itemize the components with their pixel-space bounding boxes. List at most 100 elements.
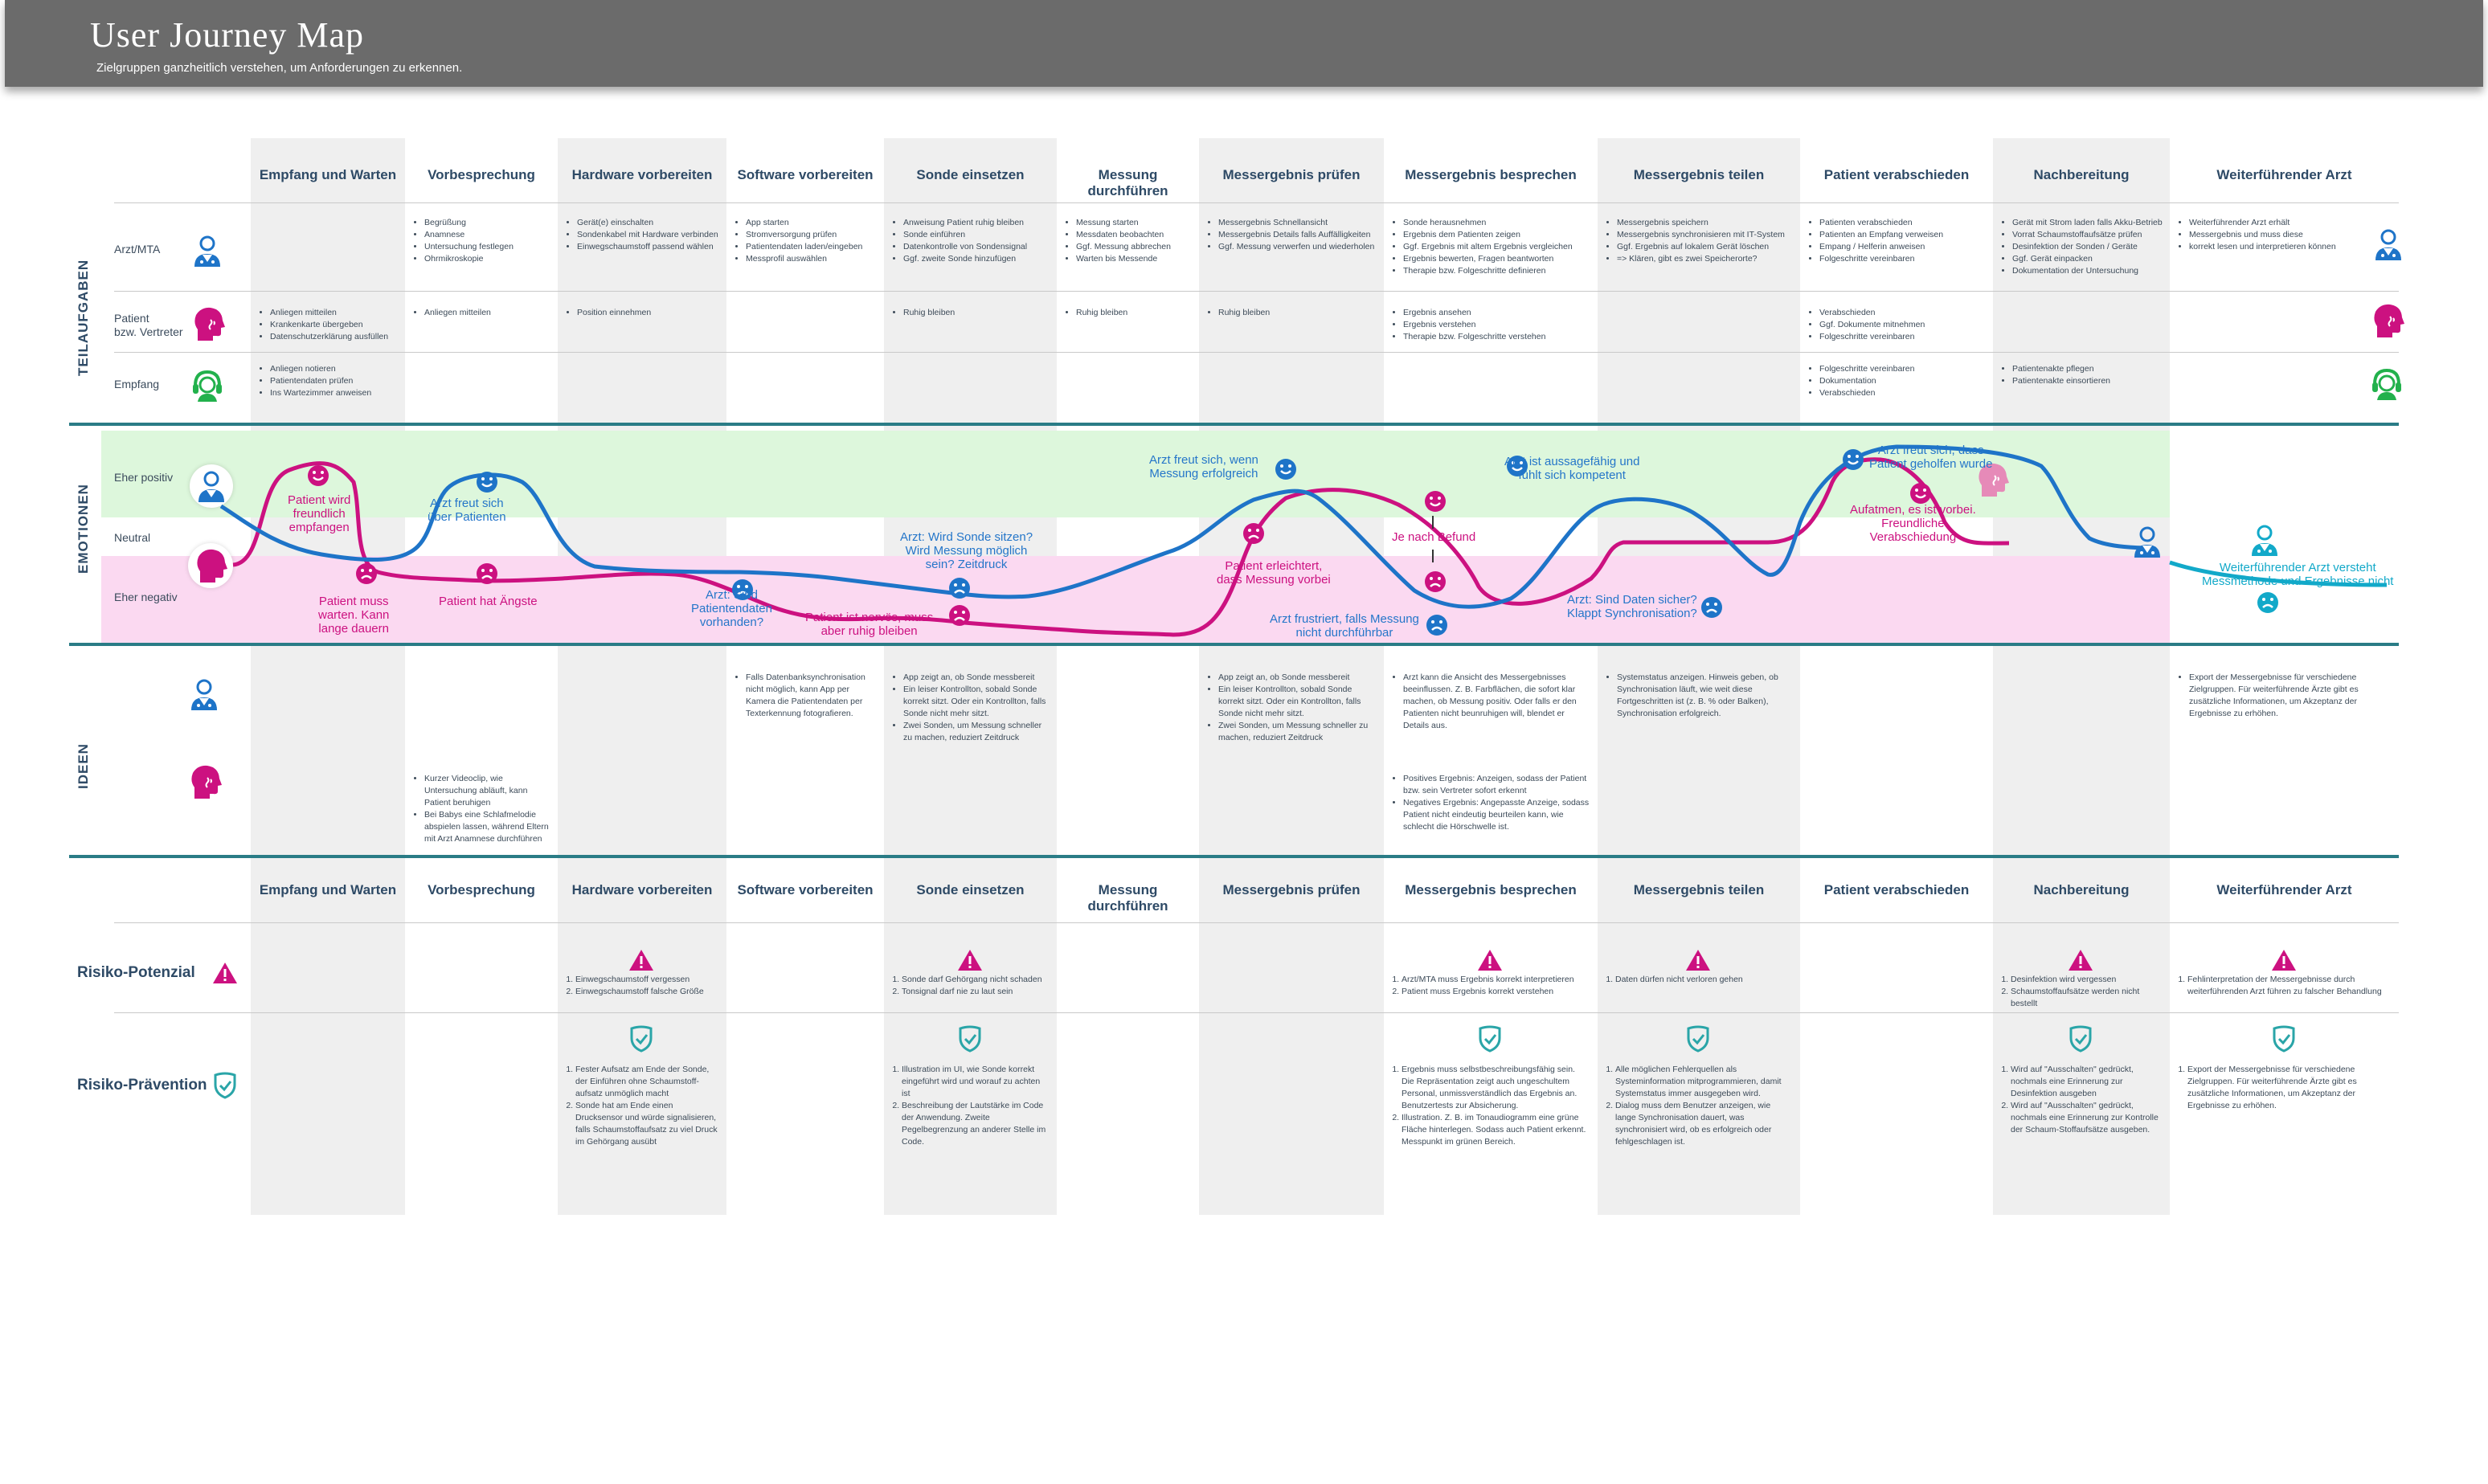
receptionist-icon-end [2369,366,2404,402]
list-item: Systemstatus anzeigen. Hinweis geben, ob… [1617,672,1792,720]
phase-header-10[interactable]: Patient verabschieden [1823,167,1970,182]
positive-arrow [1432,516,1434,529]
list-item: Messprofil auswählen [746,253,881,265]
emotion-level-positive: Eher positiv [114,471,174,484]
phase-header-bottom-6[interactable]: Messung durchführen [1087,882,1168,914]
list-item: Folgeschritte vereinbaren [1819,363,1990,375]
risk-11: Desinfektion wird vergessenSchaumstoffau… [1999,974,2162,1010]
phase-header-bottom-8[interactable]: Messergebnis besprechen [1405,882,1577,897]
emotion-note-3: Arzt freut sich über Patienten [428,497,506,524]
doctor-idea-icon [186,677,222,712]
list-item: Ruhig bleiben [1076,307,1196,319]
shield-icon [1685,1025,1711,1053]
phase-header-bottom-7[interactable]: Messergebnis prüfen [1222,882,1361,897]
prevention-8: Ergebnis muss selbstbeschreibungsfähig s… [1390,1064,1590,1148]
phase-header-bottom-4[interactable]: Software vorbereiten [737,882,874,897]
risk-12: Fehlinterpretation der Messergebnisse du… [2176,974,2391,998]
list-item: Falls Datenbanksynchronisation nicht mög… [746,672,876,720]
list-item: Messergebnis Details falls Auffälligkeit… [1218,229,1381,241]
phase-header-bottom-10[interactable]: Patient verabschieden [1823,882,1970,897]
emotion-note-10: Arzt frustriert, falls Messung nicht dur… [1270,612,1419,640]
phase-header-1[interactable]: Empfang und Warten [259,167,397,182]
task-empfang-1: Anliegen notierenPatientendaten prüfenIn… [259,363,402,399]
idea-arzt-7: App zeigt an, ob Sonde messbereitEin lei… [1207,672,1376,744]
task-patient-7: Ruhig bleiben [1207,307,1381,319]
list-item: Gerät(e) einschalten [577,217,723,229]
task-arzt-9: Messergebnis speichernMessergebnis synch… [1606,217,1797,265]
phase-header-bottom-9[interactable]: Messergebnis teilen [1633,882,1765,897]
phase-header-bottom-12[interactable]: Weiterführender Arzt [2216,882,2352,897]
list-item: Wird auf "Ausschalten" gedrückt, nochmal… [2011,1100,2162,1136]
phase-header-11[interactable]: Nachbereitung [2033,167,2130,182]
risk-3: Einwegschaumstoff vergessenEinwegschaums… [564,974,718,998]
idea-arzt-8: Arzt kann die Ansicht des Messergebnisse… [1392,672,1590,732]
sad-face-icon [2257,591,2279,614]
list-item: Ggf. Gerät einpacken [2012,253,2167,265]
line-header-top [114,202,2399,203]
warning-icon [2068,948,2093,972]
list-item: => Klären, gibt es zwei Speicherorte? [1617,253,1797,265]
list-item: Kurzer Videoclip, wie Untersuchung abläu… [424,773,550,809]
patient-icon [190,305,227,342]
emotion-note-6: Patient ist nervös, muss aber ruhig blei… [805,611,934,638]
warning-icon [628,948,654,972]
phase-header-6[interactable]: Messung durchführen [1087,167,1168,198]
warning-icon [2271,948,2297,972]
list-item: Positives Ergebnis: Anzeigen, sodass der… [1403,773,1590,797]
task-arzt-2: BegrüßungAnamneseUntersuchung festlegenO… [413,217,554,265]
phase-header-3[interactable]: Hardware vorbereiten [571,167,713,182]
phase-header-5[interactable]: Sonde einsetzen [916,167,1025,182]
idea-arzt-5: App zeigt an, ob Sonde messbereitEin lei… [892,672,1049,744]
emotion-note-14: Arzt freut sich, dass Patient geholfen w… [1869,444,1993,471]
list-item: Position einnehmen [577,307,723,319]
list-item: Ggf. Messung abbrechen [1076,241,1196,253]
list-item: Begrüßung [424,217,554,229]
list-item: Patient muss Ergebnis korrekt verstehen [1402,986,1590,998]
list-item: Desinfektion wird vergessen [2011,974,2162,986]
phase-header-4[interactable]: Software vorbereiten [737,167,874,182]
list-item: Ergebnis bewerten, Fragen beantworten [1403,253,1594,265]
list-item: Krankenkarte übergeben [270,319,402,331]
warning-icon [957,948,983,972]
list-item: Wird auf "Ausschalten" gedrückt, nochmal… [2011,1064,2162,1100]
phase-header-9[interactable]: Messergebnis teilen [1633,167,1765,182]
task-patient-2: Anliegen mitteilen [413,307,554,319]
list-item: Ein leiser Kontrollton, sobald Sonde kor… [1218,684,1376,720]
phase-header-8[interactable]: Messergebnis besprechen [1405,167,1577,182]
phase-header-bottom-1[interactable]: Empfang und Warten [259,882,397,897]
phase-header-12[interactable]: Weiterführender Arzt [2216,167,2352,182]
phase-header-bottom-2[interactable]: Vorbesprechung [428,882,535,897]
list-item: App zeigt an, ob Sonde messbereit [903,672,1049,684]
phase-header-bottom-11[interactable]: Nachbereitung [2033,882,2130,897]
section-teilaufgaben: TEILAUFGABEN [76,259,91,376]
shield-icon [628,1025,654,1053]
happy-face-icon [307,464,329,487]
warning-icon [1685,948,1711,972]
list-item: Ruhig bleiben [1218,307,1381,319]
list-item: Patientenakte pflegen [2012,363,2167,375]
happy-face-icon [476,471,498,493]
happy-face-icon [1909,482,1932,505]
list-item: Ergebnis verstehen [1403,319,1594,331]
list-item: Fehlinterpretation der Messergebnisse du… [2187,974,2391,998]
list-item: Daten dürfen nicht verloren gehen [1615,974,1792,986]
line-risk-header [114,922,2399,923]
list-item: Einwegschaumstoff falsche Größe [575,986,718,998]
happy-face-icon [1275,458,1297,480]
list-item: Ohrmikroskopie [424,253,554,265]
emotion-note-1: Patient wird freundlich empfangen [288,493,351,534]
list-item: Alle möglichen Fehlerquellen als Systemi… [1615,1064,1792,1100]
list-item: Ins Wartezimmer anweisen [270,387,402,399]
phase-header-bottom-5[interactable]: Sonde einsetzen [916,882,1025,897]
line-task-1 [114,291,2399,292]
task-patient-10: VerabschiedenGgf. Dokumente mitnehmenFol… [1808,307,1990,343]
list-item: Sonde einführen [903,229,1054,241]
warning-icon [212,961,238,985]
task-arzt-12: Weiterführender Arzt erhältMessergebnis … [2178,217,2396,253]
phase-header-7[interactable]: Messergebnis prüfen [1222,167,1361,182]
prevention-9: Alle möglichen Fehlerquellen als Systemi… [1604,1064,1792,1148]
phase-header-2[interactable]: Vorbesprechung [428,167,535,182]
phase-header-bottom-3[interactable]: Hardware vorbereiten [571,882,713,897]
list-item: Ggf. Messung verwerfen und wiederholen [1218,241,1381,253]
task-arzt-8: Sonde herausnehmenErgebnis dem Patienten… [1392,217,1594,277]
